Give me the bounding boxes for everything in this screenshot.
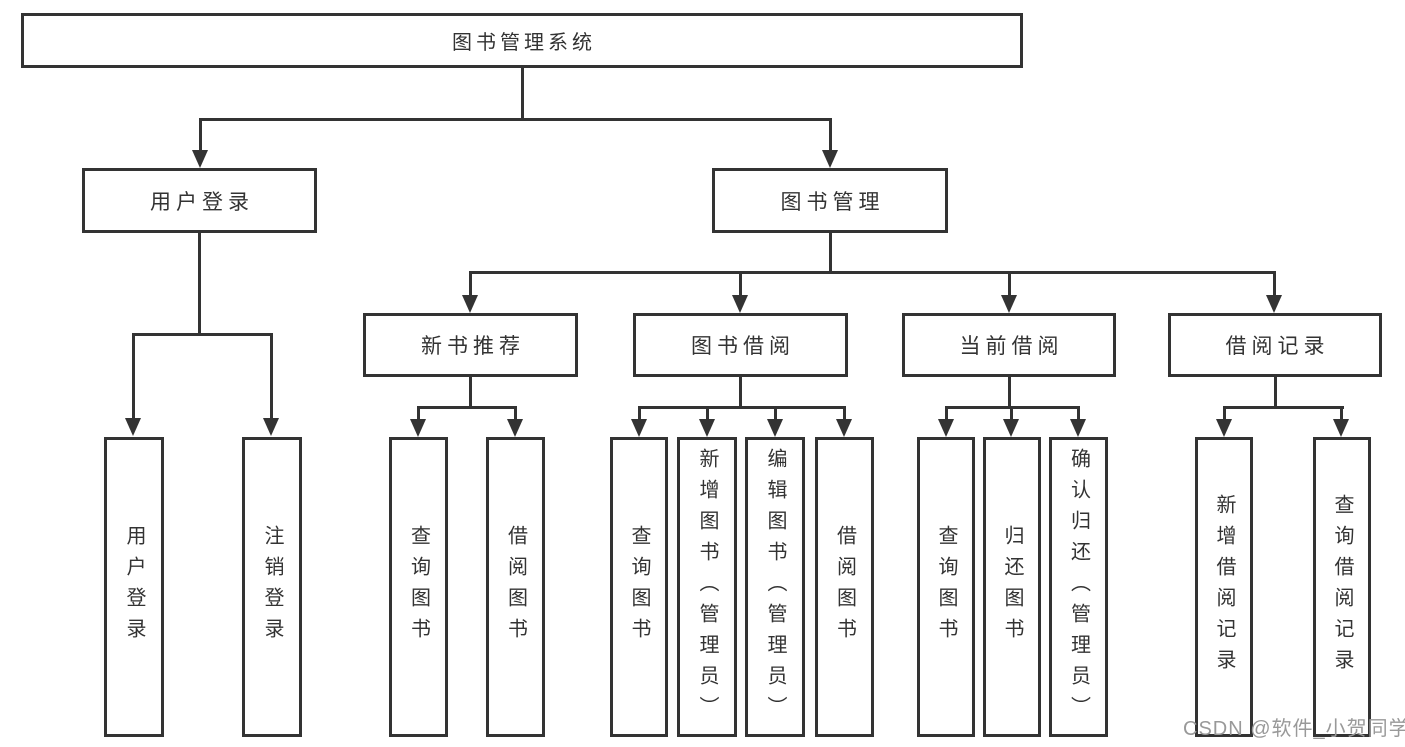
connector-l3-stem bbox=[739, 375, 742, 409]
connector-leaf-drop bbox=[945, 406, 948, 421]
arrow-down-icon bbox=[263, 418, 279, 436]
leaf-label: 查询图书 bbox=[407, 525, 430, 649]
leaf-query-books-borrowing: 查询图书 bbox=[610, 437, 668, 737]
connector-leaf-drop bbox=[706, 406, 709, 421]
connector-l3-bar bbox=[638, 406, 846, 409]
connector-user-login-stem bbox=[198, 231, 201, 335]
leaf-label: 编辑图书（管理员） bbox=[764, 447, 786, 727]
leaf-query-books-recommend: 查询图书 bbox=[389, 437, 448, 737]
arrow-down-icon bbox=[836, 419, 852, 437]
leaf-edit-books-admin: 编辑图书（管理员） bbox=[745, 437, 805, 737]
node-current-borrowing: 当前借阅 bbox=[902, 313, 1116, 377]
leaf-label: 借阅图书 bbox=[833, 525, 856, 649]
leaf-label: 借阅图书 bbox=[504, 525, 527, 649]
connector-leaf-drop bbox=[270, 333, 273, 419]
leaf-label: 查询借阅记录 bbox=[1331, 494, 1353, 680]
node-root-label: 图书管理系统 bbox=[452, 32, 596, 54]
connector-l3-drop bbox=[739, 271, 742, 297]
leaf-add-books-admin: 新增图书（管理员） bbox=[677, 437, 737, 737]
arrow-down-icon bbox=[462, 295, 478, 313]
node-user-login: 用户登录 bbox=[82, 168, 317, 233]
connector-l3-stem bbox=[1274, 375, 1277, 409]
leaf-add-borrow-record: 新增借阅记录 bbox=[1195, 437, 1253, 737]
connector-book-mgmt-bar bbox=[469, 271, 1276, 274]
connector-leaf-drop bbox=[132, 333, 135, 419]
leaf-label: 查询图书 bbox=[628, 525, 650, 649]
leaf-confirm-return-admin: 确认归还（管理员） bbox=[1049, 437, 1108, 737]
leaf-borrow-books-borrowing: 借阅图书 bbox=[815, 437, 874, 737]
connector-leaf-drop bbox=[1010, 406, 1013, 421]
node-root: 图书管理系统 bbox=[21, 13, 1023, 68]
connector-root-bar bbox=[199, 118, 832, 121]
arrow-down-icon bbox=[125, 418, 141, 436]
arrow-down-icon bbox=[507, 419, 523, 437]
node-new-book-recommend: 新书推荐 bbox=[363, 313, 578, 377]
leaf-label: 用户登录 bbox=[123, 525, 145, 649]
arrow-down-icon bbox=[631, 419, 647, 437]
leaf-label: 查询图书 bbox=[935, 525, 957, 649]
leaf-query-borrow-record: 查询借阅记录 bbox=[1313, 437, 1371, 737]
arrow-down-icon bbox=[938, 419, 954, 437]
arrow-down-icon bbox=[410, 419, 426, 437]
node-book-management: 图书管理 bbox=[712, 168, 948, 233]
leaf-borrow-books-recommend: 借阅图书 bbox=[486, 437, 545, 737]
connector-root-stem bbox=[521, 66, 524, 121]
connector-leaf-drop bbox=[774, 406, 777, 421]
node-current-borrowing-label: 当前借阅 bbox=[959, 335, 1064, 358]
connector-leaf-drop bbox=[1223, 406, 1226, 421]
arrow-down-icon bbox=[767, 419, 783, 437]
connector-book-mgmt-drop bbox=[829, 118, 832, 152]
node-book-borrowing-label: 图书借阅 bbox=[691, 335, 795, 358]
node-book-management-label: 图书管理 bbox=[780, 190, 885, 214]
leaf-label: 注销登录 bbox=[261, 525, 283, 649]
leaf-label: 新增图书（管理员） bbox=[696, 447, 718, 727]
connector-leaf-drop bbox=[514, 406, 517, 421]
connector-leaf-drop bbox=[843, 406, 846, 421]
node-book-borrowing: 图书借阅 bbox=[633, 313, 848, 377]
connector-leaf-drop bbox=[1077, 406, 1080, 421]
node-new-book-recommend-label: 新书推荐 bbox=[421, 335, 525, 358]
leaf-label: 新增借阅记录 bbox=[1213, 494, 1235, 680]
arrow-down-icon bbox=[699, 419, 715, 437]
leaf-query-books-current: 查询图书 bbox=[917, 437, 975, 737]
leaf-return-books: 归还图书 bbox=[983, 437, 1041, 737]
connector-leaf-drop bbox=[1340, 406, 1343, 421]
node-user-login-label: 用户登录 bbox=[150, 190, 254, 214]
csdn-watermark: CSDN @软件_小贺同学 bbox=[1183, 718, 1405, 740]
leaf-label: 确认归还（管理员） bbox=[1067, 447, 1090, 727]
arrow-down-icon bbox=[1266, 295, 1282, 313]
arrow-down-icon bbox=[1001, 295, 1017, 313]
connector-l3-bar bbox=[1223, 406, 1344, 409]
arrow-down-icon bbox=[1003, 419, 1019, 437]
arrow-down-icon bbox=[822, 150, 838, 168]
connector-book-mgmt-stem bbox=[829, 231, 832, 274]
connector-user-login-drop bbox=[199, 118, 202, 152]
leaf-logout: 注销登录 bbox=[242, 437, 302, 737]
arrow-down-icon bbox=[1070, 419, 1086, 437]
arrow-down-icon bbox=[1333, 419, 1349, 437]
connector-user-login-bar bbox=[132, 333, 273, 336]
connector-l3-stem bbox=[469, 375, 472, 409]
connector-l3-bar bbox=[417, 406, 517, 409]
leaf-label: 归还图书 bbox=[1001, 525, 1023, 649]
node-borrow-records: 借阅记录 bbox=[1168, 313, 1382, 377]
leaf-user-login: 用户登录 bbox=[104, 437, 164, 737]
connector-leaf-drop bbox=[638, 406, 641, 421]
connector-l3-stem bbox=[1008, 375, 1011, 409]
node-borrow-records-label: 借阅记录 bbox=[1225, 335, 1330, 358]
arrow-down-icon bbox=[732, 295, 748, 313]
connector-l3-drop bbox=[1008, 271, 1011, 297]
arrow-down-icon bbox=[192, 150, 208, 168]
arrow-down-icon bbox=[1216, 419, 1232, 437]
connector-l3-drop bbox=[469, 271, 472, 297]
connector-l3-drop bbox=[1273, 271, 1276, 297]
connector-leaf-drop bbox=[417, 406, 420, 421]
